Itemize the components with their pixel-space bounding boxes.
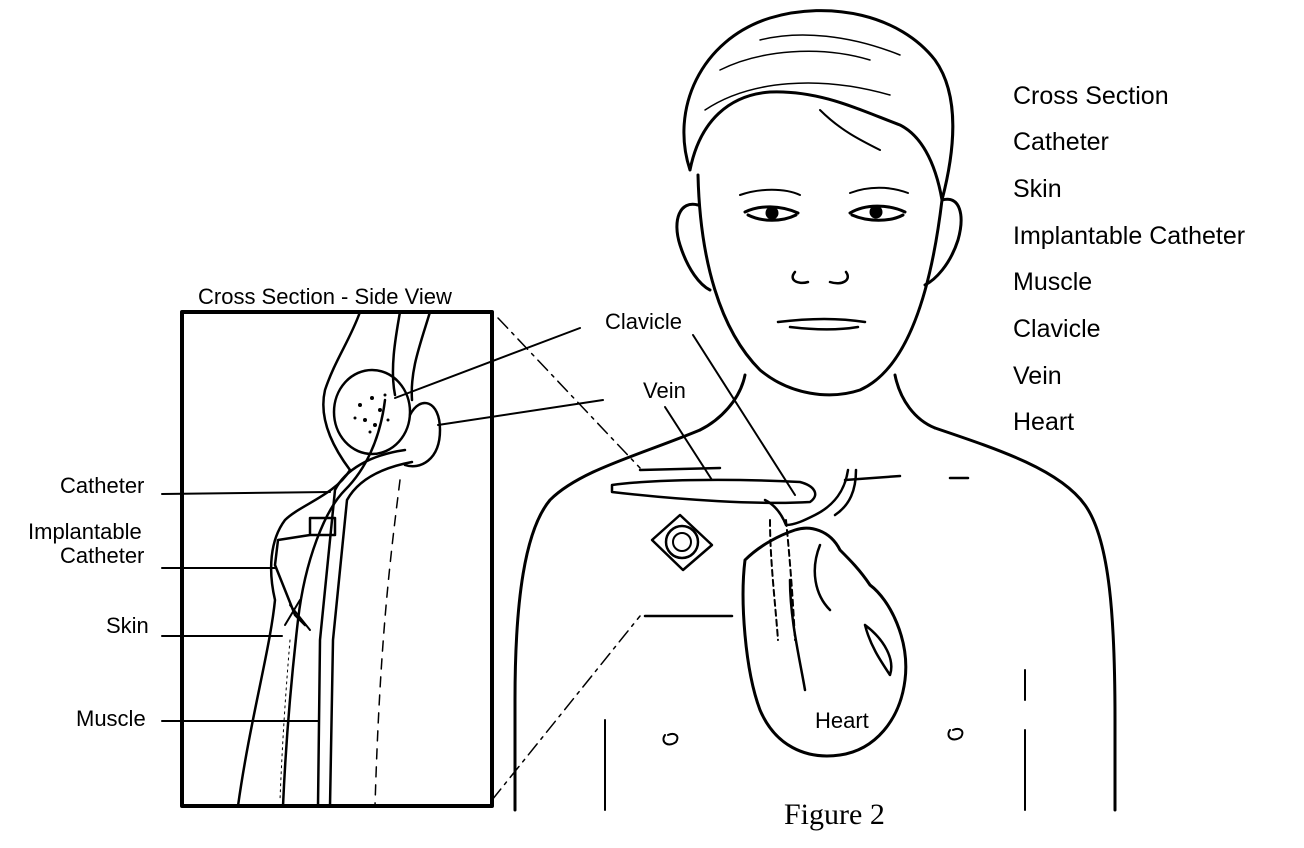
legend-item: Skin [1013, 175, 1062, 203]
left-ear [675, 202, 712, 292]
inset-catheter [316, 448, 407, 808]
cross-section-inset [180, 310, 494, 808]
inset-frame [180, 310, 494, 808]
leader-vein [664, 406, 713, 481]
label-skin: Skin [106, 613, 149, 638]
port-device [650, 513, 714, 572]
label-implantable-catheter-line1: Implantable [28, 519, 142, 544]
right-nipple [947, 727, 964, 741]
inset-title: Cross Section - Side View [198, 284, 452, 309]
left-nipple [662, 732, 679, 746]
legend-item: Muscle [1013, 268, 1093, 296]
label-catheter: Catheter [60, 473, 145, 498]
leader-vein-inset [437, 399, 604, 426]
legend-item: Clavicle [1013, 315, 1101, 343]
leader-catheter [161, 491, 331, 495]
legend-item: Catheter [1013, 128, 1109, 156]
inset-vein [403, 401, 442, 468]
legend-item: Implantable Catheter [1013, 222, 1246, 250]
leader-clavicle [692, 334, 796, 496]
connector-top [497, 317, 641, 469]
label-implantable-catheter-line2: Catheter [60, 543, 145, 568]
child-figure [513, 9, 1117, 812]
mouth [776, 317, 867, 331]
neck [698, 373, 937, 432]
heart-organ [741, 526, 908, 758]
legend-item: Cross Section [1013, 82, 1169, 110]
legend-item: Vein [1013, 362, 1062, 390]
connector-bottom [491, 615, 641, 801]
leader-clavicle-inset [394, 327, 581, 399]
label-clavicle: Clavicle [605, 309, 683, 334]
face-outline [696, 173, 944, 397]
label-muscle: Muscle [76, 706, 146, 731]
figure-caption: Figure 2 [784, 798, 885, 831]
inset-port [273, 516, 337, 627]
label-vein: Vein [643, 378, 686, 403]
hair [682, 9, 955, 202]
right-ear [923, 197, 963, 287]
torso-outline [513, 426, 1117, 812]
clavicle-bone [610, 478, 817, 505]
label-heart: Heart [815, 708, 869, 733]
nose [791, 270, 849, 285]
legend-item: Heart [1013, 408, 1075, 436]
inset-clavicle [332, 368, 412, 456]
